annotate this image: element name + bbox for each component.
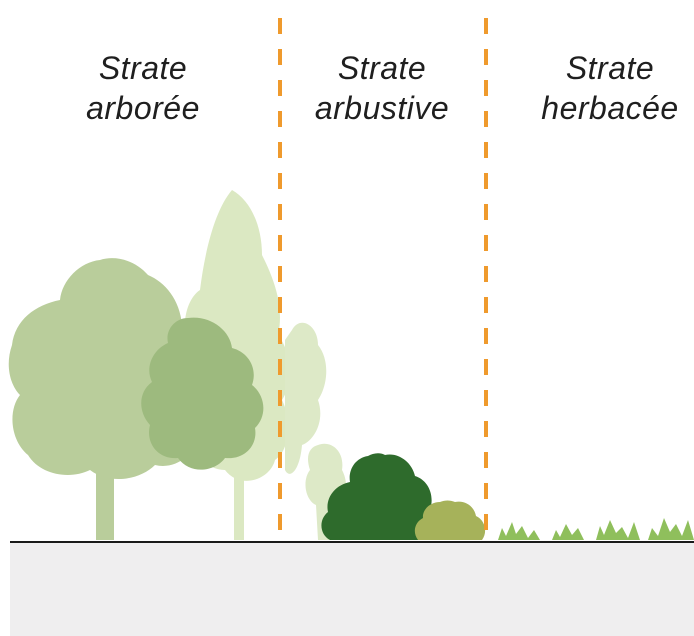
herbaceous-grass — [498, 518, 694, 540]
label-strate-herbacee: Strate herbacée — [510, 48, 694, 128]
olive-shrub — [414, 500, 486, 540]
label-arbustive-line1: Strate — [337, 50, 427, 86]
label-arboree-line1: Strate — [98, 50, 188, 86]
light-tree-arbustive — [285, 322, 346, 540]
label-arbustive-line2: arbustive — [314, 90, 450, 126]
ground-strip — [10, 541, 694, 636]
label-herbacee-line1: Strate — [565, 50, 655, 86]
label-strate-arboree: Strate arborée — [28, 48, 258, 128]
dark-shrub — [321, 453, 436, 540]
mid-tone-tree — [141, 317, 264, 470]
label-strate-arbustive: Strate arbustive — [282, 48, 482, 128]
label-herbacee-line2: herbacée — [541, 90, 679, 126]
label-arboree-line2: arborée — [86, 90, 200, 126]
